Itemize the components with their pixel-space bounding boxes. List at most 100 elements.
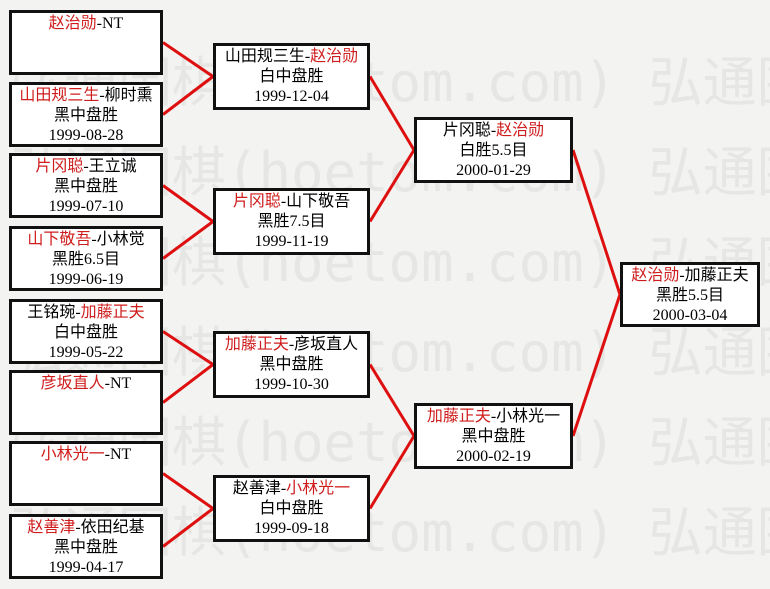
- bracket-line: [162, 75, 214, 116]
- match-result: 白中盘胜: [259, 500, 324, 517]
- player-name: 山田规三生: [19, 87, 100, 104]
- player-name: NT: [102, 15, 124, 32]
- match-result: 黑中盘胜: [53, 107, 118, 124]
- player-name: 赵善津: [27, 519, 76, 536]
- player-name: 王铭琬: [27, 304, 76, 321]
- player-name: 赵治勋: [631, 267, 680, 284]
- match-players: 王铭琬-加藤正夫: [12, 303, 160, 323]
- match-box-round-1-7: 小林光一-NT: [9, 441, 163, 506]
- match-players: 山田规三生-赵治勋: [216, 47, 367, 67]
- match-date: 1999-07-10: [48, 198, 124, 215]
- bracket-line: [162, 472, 214, 510]
- player-name: 小林光一: [286, 480, 351, 497]
- bracket-line: [162, 220, 214, 260]
- player-name: 片冈聪: [232, 193, 281, 210]
- bracket-line: [162, 330, 214, 366]
- match-date: 1999-08-28: [48, 127, 124, 144]
- match-result: 黑胜6.5目: [51, 251, 120, 268]
- player-name: 赵治勋: [310, 48, 359, 65]
- bracket-line: [571, 294, 622, 437]
- vs-separator: -: [280, 193, 287, 210]
- match-date: 2000-01-29: [456, 162, 531, 179]
- vs-separator: -: [280, 480, 287, 497]
- vs-separator: -: [679, 267, 685, 284]
- player-name: NT: [110, 446, 132, 463]
- vs-separator: -: [83, 158, 89, 175]
- match-date: 1999-05-22: [48, 344, 124, 361]
- match-players: 赵善津-依田纪基: [12, 518, 160, 538]
- player-name: 赵治勋: [496, 122, 545, 139]
- bracket-line: [368, 75, 416, 151]
- player-name: 赵善津: [232, 480, 281, 497]
- match-result: 白胜5.5目: [459, 142, 528, 159]
- vs-separator: -: [99, 87, 105, 104]
- match-players: 山下敬吾-小林觉: [12, 230, 160, 250]
- match-box-semifinal-2: 加藤正夫-小林光一黑中盘胜 2000-02-19: [414, 403, 573, 469]
- match-date: 1999-11-19: [254, 233, 329, 250]
- bracket-line: [162, 363, 214, 404]
- match-players: 加藤正夫-彦坂直人: [216, 335, 367, 355]
- bracket-line: [571, 149, 622, 295]
- player-name: 柳时熏: [104, 87, 153, 104]
- player-name: 片冈聪: [35, 158, 84, 175]
- bracket-line: [162, 507, 214, 548]
- vs-separator: -: [104, 375, 110, 392]
- match-players: 片冈聪-赵治勋: [417, 121, 570, 141]
- vs-separator: -: [304, 48, 311, 65]
- player-name: 加藤正夫: [80, 304, 145, 321]
- match-date: 2000-02-19: [456, 448, 531, 465]
- player-name: 赵治勋: [48, 15, 97, 32]
- player-name: 小林光一: [40, 446, 105, 463]
- player-name: 彦坂直人: [294, 336, 359, 353]
- vs-separator: -: [490, 122, 497, 139]
- match-box-round-1-1: 赵治勋-NT: [9, 10, 163, 75]
- match-result: 黑中盘胜: [461, 428, 526, 445]
- match-box-round-1-8: 赵善津-依田纪基黑中盘胜 1999-04-17: [9, 514, 163, 579]
- match-players: 加藤正夫-小林光一: [417, 407, 570, 427]
- player-name: 小林觉: [96, 231, 145, 248]
- match-date: 1999-06-19: [48, 271, 124, 288]
- match-players: 赵治勋-加藤正夫: [623, 266, 757, 286]
- player-name: 彦坂直人: [40, 375, 105, 392]
- match-players: 山田规三生-柳时熏: [12, 86, 160, 106]
- vs-separator: -: [75, 519, 81, 536]
- match-result: 黑胜7.5目: [257, 213, 326, 230]
- match-box-round-1-6: 彦坂直人-NT: [9, 370, 163, 435]
- match-players: 小林光一-NT: [12, 445, 160, 465]
- match-date: 1999-12-04: [254, 88, 329, 105]
- match-date: 1999-09-18: [254, 520, 329, 537]
- match-date: 1999-04-17: [48, 559, 124, 576]
- match-box-semifinal-1: 片冈聪-赵治勋白胜5.5目 2000-01-29: [414, 117, 573, 183]
- player-name: 加藤正夫: [224, 336, 289, 353]
- match-result: 黑中盘胜: [53, 178, 118, 195]
- vs-separator: -: [91, 231, 97, 248]
- match-players: 片冈聪-王立诚: [12, 157, 160, 177]
- vs-separator: -: [96, 15, 102, 32]
- match-result: 黑中盘胜: [259, 356, 324, 373]
- player-name: 加藤正夫: [684, 267, 749, 284]
- match-players: 彦坂直人-NT: [12, 374, 160, 394]
- player-name: 山下敬吾: [286, 193, 351, 210]
- match-players: 赵善津-小林光一: [216, 479, 367, 499]
- match-result: 黑胜5.5目: [655, 287, 724, 304]
- player-name: 山田规三生: [224, 48, 305, 65]
- match-date: 1999-10-30: [254, 376, 329, 393]
- match-result: 黑中盘胜: [53, 539, 118, 556]
- player-name: 山下敬吾: [27, 231, 92, 248]
- player-name: NT: [110, 375, 132, 392]
- vs-separator: -: [104, 446, 110, 463]
- match-result: 白中盘胜: [259, 68, 324, 85]
- vs-separator: -: [288, 336, 295, 353]
- vs-separator: -: [490, 408, 497, 425]
- player-name: 王立诚: [88, 158, 137, 175]
- match-players: 片冈聪-山下敬吾: [216, 192, 367, 212]
